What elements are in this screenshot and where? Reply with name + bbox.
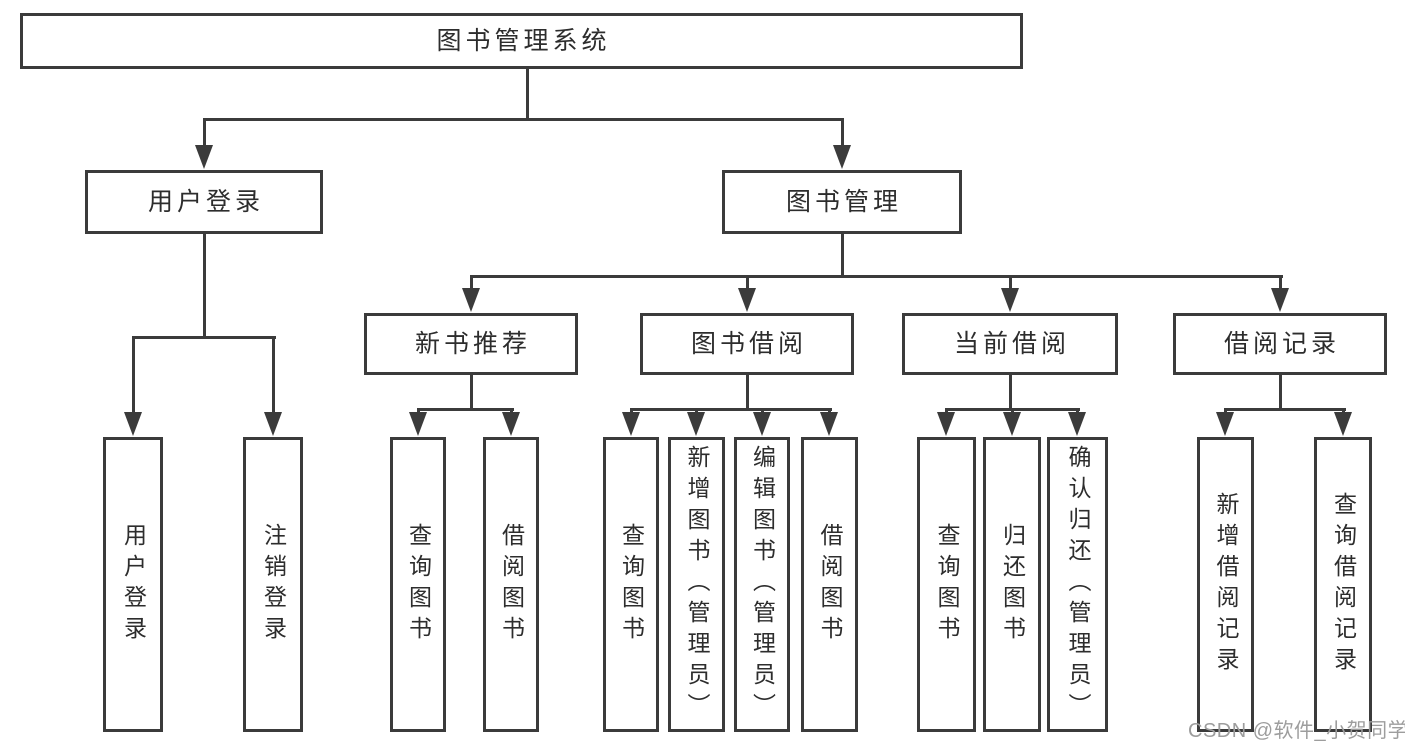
connector-book-management-stem <box>841 234 844 278</box>
connector-borrow-records-stem <box>1279 375 1282 411</box>
arrow-down-icon <box>1216 412 1234 436</box>
arrow-down-icon <box>753 412 771 436</box>
node-label: 注销登录 <box>260 522 287 647</box>
connector-group-e-bus <box>1224 408 1346 411</box>
node-label: 新增借阅记录 <box>1213 491 1239 678</box>
node-leaf-br-add-record: 新增借阅记录 <box>1197 437 1254 732</box>
arrow-down-icon <box>1003 412 1021 436</box>
connector-book-borrow-stem <box>746 375 749 411</box>
node-label: 图书借阅 <box>690 330 807 358</box>
arrow-down-icon <box>124 412 142 436</box>
node-label: 查询图书 <box>934 522 960 647</box>
node-label: 用户登录 <box>120 522 147 647</box>
node-label: 图书管理 <box>785 188 902 216</box>
arrow-down-icon <box>687 412 705 436</box>
connector-arrow-stem <box>271 336 275 416</box>
watermark: CSDN @软件_小贺同学 <box>1188 720 1405 742</box>
node-label: 新增图书（管理员） <box>684 445 710 724</box>
node-label: 确认归还（管理员） <box>1065 445 1091 724</box>
arrow-down-icon <box>937 412 955 436</box>
connector-level3-bus <box>470 275 1283 278</box>
connector-arrow-stem <box>131 336 135 416</box>
node-leaf-nb-borrow-books: 借阅图书 <box>483 437 539 732</box>
connector-group-c-bus <box>630 408 832 411</box>
arrow-down-icon <box>622 412 640 436</box>
arrow-down-icon <box>264 412 282 436</box>
connector-arrow-stem <box>745 275 749 292</box>
node-leaf-user-login: 用户登录 <box>103 437 163 732</box>
node-leaf-cb-return-books: 归还图书 <box>983 437 1041 732</box>
node-book-management: 图书管理 <box>722 170 962 234</box>
connector-user-login-stem <box>203 234 206 339</box>
connector-level2-bus <box>203 118 844 121</box>
node-label: 当前借阅 <box>953 330 1070 358</box>
connector-root-stem <box>526 69 529 120</box>
connector-arrow-stem <box>469 275 473 292</box>
arrow-down-icon <box>738 288 756 312</box>
connector-arrow-stem <box>1008 275 1012 292</box>
arrow-down-icon <box>502 412 520 436</box>
node-label: 归还图书 <box>999 522 1026 647</box>
node-leaf-bb-borrow-books: 借阅图书 <box>801 437 858 732</box>
node-leaf-logout: 注销登录 <box>243 437 303 732</box>
node-label: 借阅记录 <box>1223 330 1340 358</box>
node-label: 借阅图书 <box>498 522 525 647</box>
connector-arrow-stem <box>202 118 206 149</box>
node-leaf-br-query-record: 查询借阅记录 <box>1314 437 1372 732</box>
node-book-borrow: 图书借阅 <box>640 313 854 375</box>
node-leaf-bb-edit-books: 编辑图书（管理员） <box>734 437 790 732</box>
arrow-down-icon <box>1334 412 1352 436</box>
node-label: 借阅图书 <box>817 522 843 647</box>
connector-group-a-bus <box>132 336 276 339</box>
arrow-down-icon <box>1271 288 1289 312</box>
arrow-down-icon <box>820 412 838 436</box>
connector-group-b-bus <box>417 408 514 411</box>
node-label: 新书推荐 <box>414 330 531 358</box>
node-leaf-cb-confirm-return: 确认归还（管理员） <box>1047 437 1108 732</box>
node-new-book-recommend: 新书推荐 <box>364 313 578 375</box>
connector-current-borrow-stem <box>1009 375 1012 411</box>
node-leaf-nb-query-books: 查询图书 <box>390 437 446 732</box>
arrow-down-icon <box>833 145 851 169</box>
arrow-down-icon <box>462 288 480 312</box>
node-label: 查询图书 <box>618 522 645 647</box>
node-label: 图书管理系统 <box>436 27 611 55</box>
arrow-down-icon <box>1068 412 1086 436</box>
node-label: 查询图书 <box>405 522 432 647</box>
node-label: 用户登录 <box>147 188 264 216</box>
node-label: 编辑图书（管理员） <box>749 445 776 724</box>
node-user-login: 用户登录 <box>85 170 323 234</box>
node-leaf-bb-query-books: 查询图书 <box>603 437 659 732</box>
node-root: 图书管理系统 <box>20 13 1023 69</box>
node-label: 查询借阅记录 <box>1330 491 1357 678</box>
node-leaf-bb-add-books: 新增图书（管理员） <box>668 437 725 732</box>
connector-arrow-stem <box>1278 275 1282 292</box>
node-leaf-cb-query-books: 查询图书 <box>917 437 976 732</box>
arrow-down-icon <box>195 145 213 169</box>
node-borrow-records: 借阅记录 <box>1173 313 1387 375</box>
node-current-borrow: 当前借阅 <box>902 313 1118 375</box>
arrow-down-icon <box>1001 288 1019 312</box>
connector-new-book-recommend-stem <box>470 375 473 411</box>
connector-arrow-stem <box>840 118 844 149</box>
arrow-down-icon <box>409 412 427 436</box>
